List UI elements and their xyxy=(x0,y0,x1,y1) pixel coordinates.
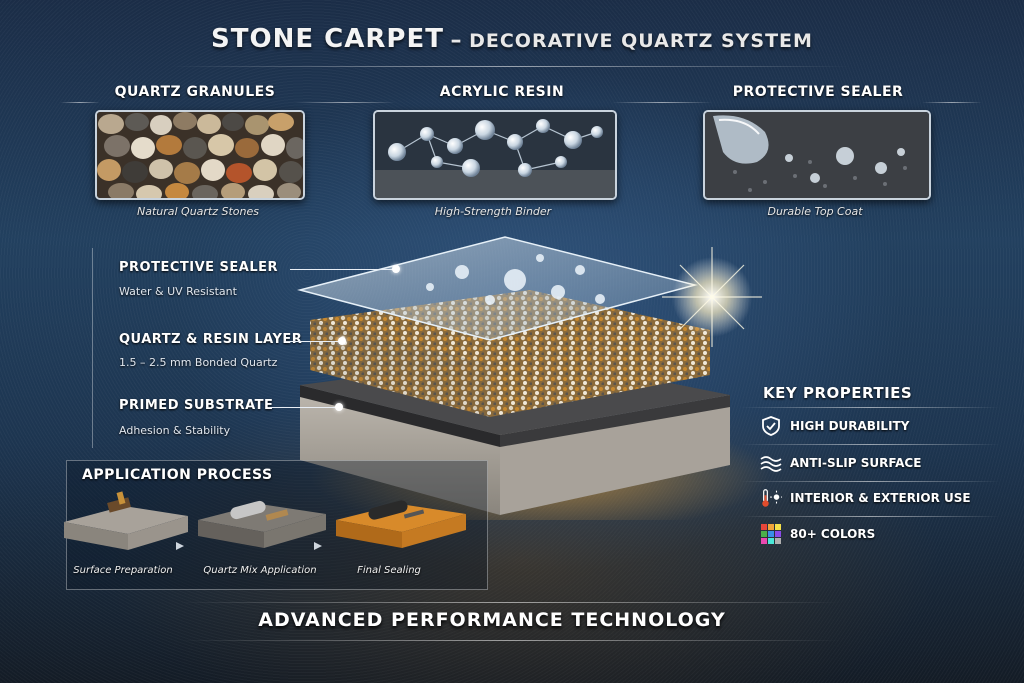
property-divider xyxy=(740,444,1000,445)
property-colors: 80+ COLORS xyxy=(760,523,875,545)
layer-sub-quartz: 1.5 – 2.5 mm Bonded Quartz xyxy=(119,356,278,369)
step-caption-sealing: Final Sealing xyxy=(357,565,421,576)
property-label: INTERIOR & EXTERIOR USE xyxy=(790,491,971,505)
footer-divider-top xyxy=(180,602,840,603)
title-main: STONE CARPET xyxy=(211,24,444,54)
page-title: STONE CARPET – DECORATIVE QUARTZ SYSTEM xyxy=(0,24,1024,54)
property-divider xyxy=(740,516,1000,517)
sealer-droplets-photo xyxy=(703,110,931,200)
layer-label-substrate: PRIMED SUBSTRATE xyxy=(119,398,274,413)
footer-divider-bottom xyxy=(180,640,840,641)
waves-icon xyxy=(760,452,782,474)
layer-leader-sealer xyxy=(290,269,396,270)
title-subtitle: DECORATIVE QUARTZ SYSTEM xyxy=(469,30,813,52)
category-caption-sealer: Durable Top Coat xyxy=(767,205,863,218)
property-divider xyxy=(740,481,1000,482)
property-interior-exterior: INTERIOR & EXTERIOR USE xyxy=(760,487,971,509)
layer-dot-sealer xyxy=(392,265,400,273)
property-anti-slip: ANTI-SLIP SURFACE xyxy=(760,452,921,474)
layer-leader-quartz xyxy=(290,341,342,342)
category-caption-quartz: Natural Quartz Stones xyxy=(136,205,260,218)
layer-label-sealer: PROTECTIVE SEALER xyxy=(119,260,279,275)
layer-stack-diagram xyxy=(297,236,770,520)
resin-molecule-photo xyxy=(373,110,617,200)
layer-sub-sealer: Water & UV Resistant xyxy=(119,285,237,298)
shield-icon xyxy=(760,415,782,437)
layer-dot-substrate xyxy=(335,403,343,411)
layer-leader-substrate xyxy=(270,407,338,408)
step-caption-quartz: Quartz Mix Application xyxy=(203,565,317,576)
layer-label-quartz: QUARTZ & RESIN LAYER xyxy=(119,332,303,347)
category-label-quartz: QUARTZ GRANULES xyxy=(114,84,276,100)
key-properties-divider xyxy=(740,407,1000,408)
layer-bracket xyxy=(92,248,99,448)
category-rule-left xyxy=(60,102,100,103)
layer-dot-quartz xyxy=(338,337,346,345)
property-label: HIGH DURABILITY xyxy=(790,419,910,433)
category-label-resin: ACRYLIC RESIN xyxy=(439,84,565,100)
category-label-sealer: PROTECTIVE SEALER xyxy=(732,84,904,100)
title-divider xyxy=(170,66,850,67)
category-rule-mid-2 xyxy=(612,102,712,103)
application-process-title: APPLICATION PROCESS xyxy=(82,467,273,483)
footer-tagline: ADVANCED PERFORMANCE TECHNOLOGY xyxy=(258,609,726,631)
application-steps-illustration xyxy=(64,491,466,550)
layer-sub-substrate: Adhesion & Stability xyxy=(119,424,231,437)
property-label: ANTI-SLIP SURFACE xyxy=(790,456,922,470)
category-caption-resin: High-Strength Binder xyxy=(434,205,552,218)
property-label: 80+ COLORS xyxy=(790,527,876,541)
category-rule-mid-1 xyxy=(295,102,395,103)
property-durability: HIGH DURABILITY xyxy=(760,415,909,437)
key-properties-title: KEY PROPERTIES xyxy=(763,384,913,402)
quartz-granules-photo xyxy=(95,110,305,200)
thermometer-sun-icon xyxy=(760,487,782,509)
title-dash: – xyxy=(450,28,463,53)
step-caption-surface: Surface Preparation xyxy=(73,565,173,576)
color-cube-icon xyxy=(760,523,782,545)
category-rule-right xyxy=(922,102,982,103)
